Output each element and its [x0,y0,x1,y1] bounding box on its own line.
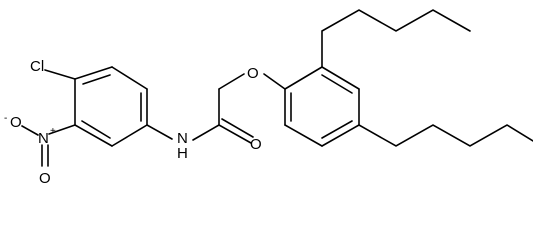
n-carbonyl-bond [192,124,220,141]
atom-cl-label: Cl [30,58,44,75]
pentyl-chain-lower [358,124,533,147]
atom-o-nitro-label: O [39,170,51,187]
atom-o-carbonyl-label: O [250,136,262,153]
atom-o-minus-label: O [10,114,22,131]
c-n-nitro-bond [48,124,76,135]
o-minus-charge: - [4,113,7,124]
carbonyl-double-a [218,124,252,144]
pentyl-chain-upper [321,9,471,68]
c-cl-bond [44,69,76,80]
carbonyl-double-b [221,118,254,138]
nitro-n-charge: + [50,126,56,137]
atom-n-amide-label: N [177,130,188,147]
structure-canvas: Cl N + O - O N H O O [4,9,533,187]
atom-o-ether-label: O [247,65,259,82]
ring-n-bond [146,124,173,140]
chemical-structure: Cl N + O - O N H O O [4,9,533,187]
o-ring2-bond [263,73,286,90]
chloronitrophenyl-ring [74,66,148,147]
dipentylphenyl-ring [284,66,360,147]
n-o-single-bond [21,125,39,136]
atom-h-amide-label: H [177,145,188,162]
atom-n-nitro-label: N [38,130,49,147]
ch2-o-bond [218,73,245,90]
